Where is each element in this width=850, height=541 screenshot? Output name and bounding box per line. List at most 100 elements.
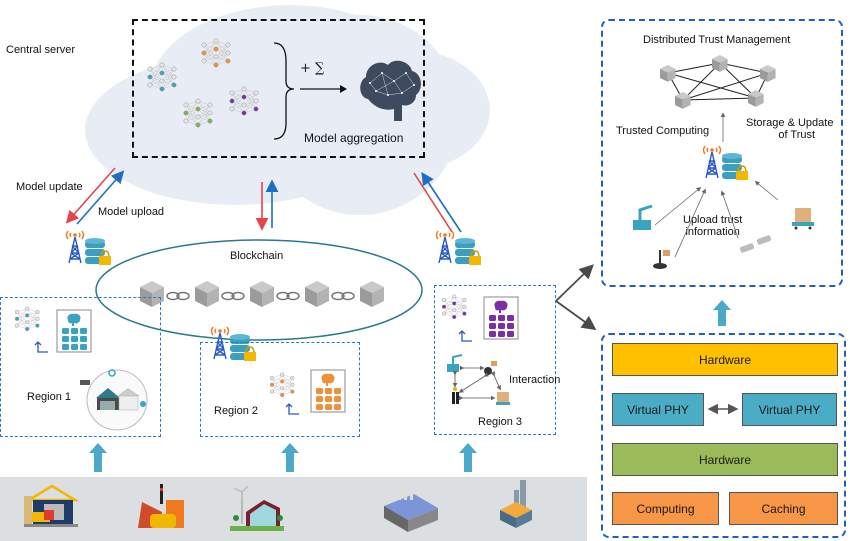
factory-icon [384, 488, 438, 532]
chimney-plant-icon [500, 480, 532, 528]
block-cube [250, 281, 274, 307]
model-aggregation-box: + ∑ Model aggregation [132, 19, 425, 158]
trust-management-box: Distributed Trust Management Trusted Com… [601, 19, 843, 287]
interaction-network [447, 354, 510, 405]
upload-trust-arrow [674, 188, 706, 258]
neural-networks [147, 38, 421, 140]
region-2-label: Region 2 [214, 405, 259, 417]
virtual-phy-right: Virtual PHY [742, 393, 837, 426]
block-cube [195, 281, 219, 307]
upload-trust-arrow [754, 180, 779, 201]
node-cube [660, 65, 676, 82]
storage-update-line2: of Trust [778, 129, 816, 141]
virtual-phy-left: Virtual PHY [612, 393, 704, 426]
trust-mesh-network [660, 55, 776, 109]
brain-icon [321, 373, 335, 386]
central-server-label: Central server [6, 44, 76, 56]
interaction-label: Interaction [509, 374, 561, 386]
brain-icon [67, 313, 81, 326]
region-2-neural-net [269, 372, 295, 398]
return-arrow-icon [285, 403, 299, 415]
model-upload-arrow-right [421, 171, 462, 233]
hardware-layer-top: Hardware [612, 343, 838, 376]
region-2-box: Region 2 [200, 342, 360, 437]
to-stack-arrow [555, 300, 597, 331]
hardware-layer-bottom: Hardware [612, 443, 838, 476]
model-aggregation-label: Model aggregation [304, 131, 404, 145]
smart-home-icon [80, 369, 148, 431]
computing-block: Computing [612, 492, 719, 525]
node-cube [712, 55, 728, 72]
chain-link-icon [276, 291, 300, 301]
region-1-label: Region 1 [27, 391, 72, 403]
trust-title: Distributed Trust Management [643, 34, 791, 46]
model-update-label: Model update [16, 181, 83, 193]
upload-trust-line2: information [685, 226, 740, 238]
to-trust-arrow [555, 264, 594, 302]
robot-arm-icon [633, 204, 653, 230]
chain-link-icon [331, 291, 355, 301]
brain-icon [494, 300, 508, 313]
wind-house-icon [230, 485, 284, 531]
caching-block: Caching [729, 492, 838, 525]
industry-strip [0, 477, 587, 541]
node-cube [748, 90, 764, 107]
region-3-model-panel [483, 296, 519, 340]
worker-icon [452, 392, 455, 404]
region-3-up-arrow [459, 443, 477, 472]
neural-net-green [183, 98, 213, 128]
region-1-neural-net [14, 306, 40, 332]
chain-link-icon [166, 291, 190, 301]
upload-trust-line1: Upload trust [683, 214, 743, 226]
region-3-box: Interaction Region 3 [434, 285, 560, 435]
region-2-model-panel [310, 369, 346, 413]
cargo-pallet-icon [792, 208, 814, 230]
warehouse-icon [24, 484, 80, 527]
upload-trust-arrow [654, 186, 702, 226]
agv-robot-icon [653, 250, 670, 269]
storage-update-line1: Storage & Update [746, 117, 834, 129]
trusted-computing-label: Trusted Computing [616, 125, 710, 137]
cargo-pallet-icon [497, 392, 509, 402]
upload-trust-arrow [720, 190, 739, 239]
block-cube [305, 281, 329, 307]
refinery-icon [138, 484, 184, 528]
neural-net-purple [229, 86, 259, 116]
region-1-model-panel [56, 309, 92, 353]
robot-arm-icon [447, 364, 459, 372]
chain-link-icon [221, 291, 245, 301]
model-upload-arrow-left [76, 170, 125, 225]
model-update-arrow-left [65, 167, 116, 224]
model-upload-label: Model upload [98, 206, 165, 218]
region-3-label: Region 3 [478, 416, 523, 428]
region-3-neural-net [441, 294, 467, 320]
brace-icon [273, 42, 295, 140]
sum-symbol: + ∑ [300, 61, 325, 76]
neural-net-orange [201, 38, 231, 68]
stack-to-trust-up-arrow [713, 300, 731, 326]
model-update-arrow-right [413, 172, 453, 233]
neural-net-teal [147, 62, 177, 92]
blockchain-chain [140, 281, 384, 307]
upload-trust-label: Upload trust information [683, 214, 742, 238]
node-cube [675, 92, 691, 109]
brain-icon [360, 60, 421, 121]
blockchain-ellipse [95, 239, 423, 341]
security-camera-icon [739, 235, 772, 253]
storage-update-label: Storage & Update of Trust [746, 117, 833, 141]
return-arrow-icon [458, 330, 472, 342]
block-cube [360, 281, 384, 307]
return-arrow-icon [34, 341, 48, 353]
virtualization-stack-box [601, 333, 846, 538]
node-cube [760, 65, 776, 82]
region-1-box: Region 1 [0, 297, 161, 437]
region-1-up-arrow [89, 443, 107, 472]
region-2-up-arrow [281, 443, 299, 472]
blockchain-label: Blockchain [230, 250, 284, 262]
